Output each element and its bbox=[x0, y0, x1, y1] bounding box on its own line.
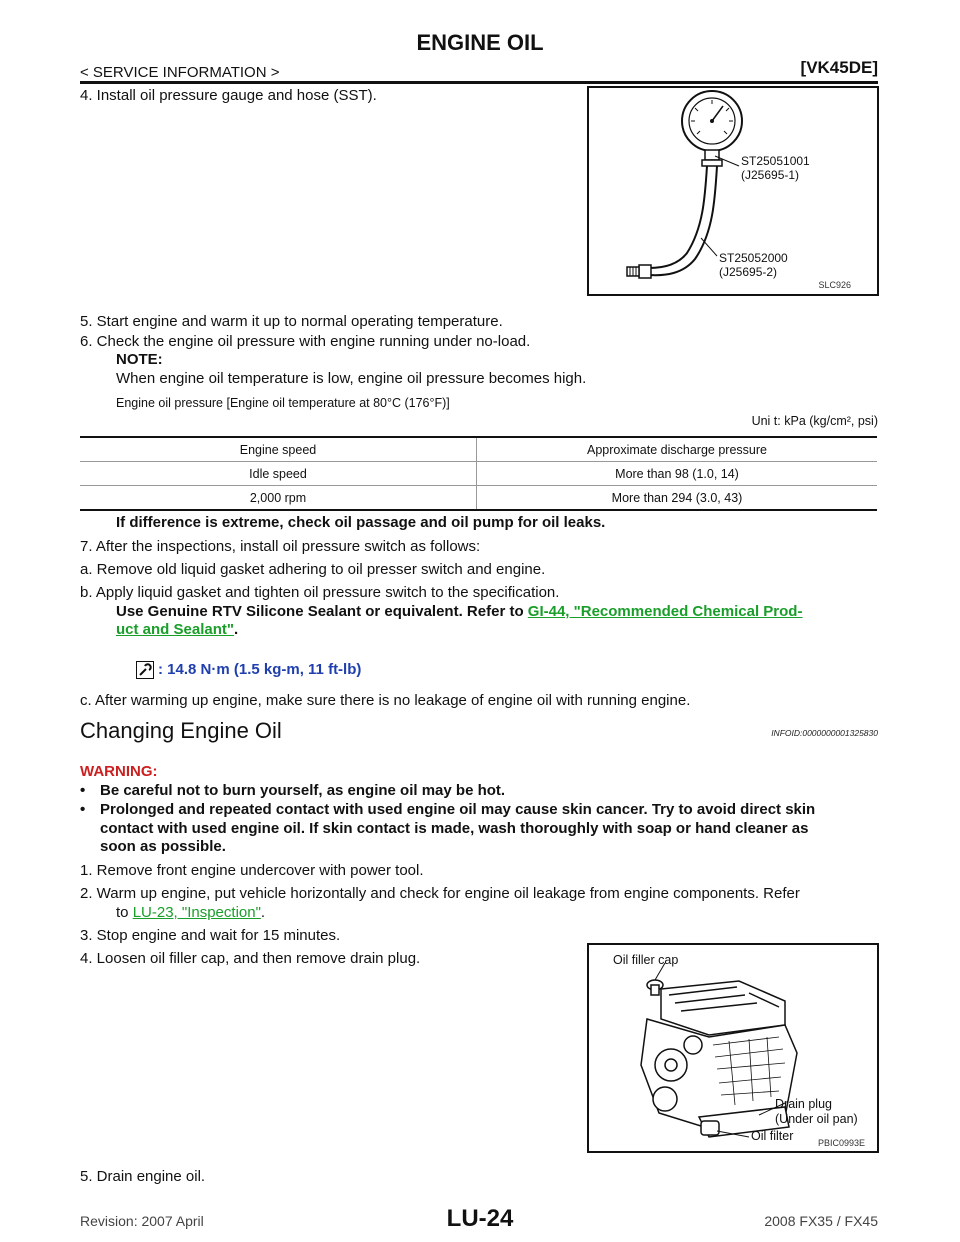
step-a-remove-gasket: a. Remove old liquid gasket adhering to … bbox=[80, 561, 546, 578]
sealant-instruction: Use Genuine RTV Silicone Sealant or equi… bbox=[116, 602, 802, 621]
step-c-check-leak: c. After warming up engine, make sure th… bbox=[80, 692, 691, 709]
label-oil-filter: Oil filter bbox=[751, 1129, 794, 1143]
header-rule bbox=[80, 81, 878, 84]
sealant-text: Use Genuine RTV Silicone Sealant or equi… bbox=[116, 603, 528, 620]
bullet: • bbox=[80, 801, 86, 818]
difference-warning: If difference is extreme, check oil pass… bbox=[116, 514, 606, 531]
info-id: INFOID:0000000001325830 bbox=[771, 728, 878, 738]
note-label: NOTE: bbox=[116, 351, 163, 368]
step-2-reference: to LU-23, "Inspection". bbox=[116, 904, 266, 921]
oil-pressure-gauge-illustration bbox=[626, 90, 743, 279]
wrench-icon bbox=[136, 661, 154, 684]
step-5-drain-oil: 5. Drain engine oil. bbox=[80, 1168, 206, 1185]
sealant-instruction-cont: uct and Sealant". bbox=[116, 620, 238, 639]
oil-pressure-gauge-figure: ST25051001 (J25695-1) ST25052000 (J25695… bbox=[587, 86, 879, 296]
label-oil-filler-cap: Oil filler cap bbox=[613, 953, 679, 967]
table-title: Engine oil pressure [Engine oil temperat… bbox=[116, 396, 450, 410]
step-7-install-switch: 7. After the inspections, install oil pr… bbox=[80, 538, 481, 555]
step-3-wait: 3. Stop engine and wait for 15 minutes. bbox=[80, 927, 341, 944]
figure-caption: PBIC0993E bbox=[817, 1138, 865, 1148]
warning-item-skin-cont2: soon as possible. bbox=[100, 838, 226, 855]
figure-caption: SLC926 bbox=[818, 280, 851, 290]
table-cell: 2,000 rpm bbox=[80, 485, 477, 511]
vehicle-model: 2008 FX35 / FX45 bbox=[764, 1213, 878, 1229]
step-1-remove-undercover: 1. Remove front engine undercover with p… bbox=[80, 862, 424, 879]
bullet: • bbox=[80, 782, 86, 799]
torque-spec: : 14.8 N·m (1.5 kg-m, 11 ft-lb) bbox=[136, 660, 361, 679]
table-cell: Idle speed bbox=[80, 461, 477, 486]
sealant-reference-link[interactable]: GI-44, "Recommended Chemical Prod- bbox=[527, 603, 803, 620]
table-cell: More than 98 (1.0, 14) bbox=[476, 461, 877, 486]
warning-label: WARNING: bbox=[80, 763, 158, 780]
table-row: 2,000 rpm More than 294 (3.0, 43) bbox=[80, 485, 877, 511]
step-6-check-pressure: 6. Check the engine oil pressure with en… bbox=[80, 333, 531, 350]
table-row: Idle speed More than 98 (1.0, 14) bbox=[80, 461, 877, 486]
warning-item-skin: •Prolonged and repeated contact with use… bbox=[80, 801, 816, 818]
section-breadcrumb: < SERVICE INFORMATION > bbox=[80, 64, 280, 81]
table-cell: More than 294 (3.0, 43) bbox=[476, 485, 877, 511]
step-2-warm-up: 2. Warm up engine, put vehicle horizonta… bbox=[80, 885, 800, 902]
oil-pressure-table: Engine speed Approximate discharge press… bbox=[80, 436, 877, 511]
step-5-warm-up: 5. Start engine and warm it up to normal… bbox=[80, 313, 503, 330]
step-b-apply-gasket: b. Apply liquid gasket and tighten oil p… bbox=[80, 584, 560, 601]
revision-date: Revision: 2007 April bbox=[80, 1213, 204, 1229]
engine-model-code: [VK45DE] bbox=[800, 58, 878, 77]
label-drain-plug: Drain plug (Under oil pan) bbox=[775, 1097, 858, 1126]
note-text: When engine oil temperature is low, engi… bbox=[116, 370, 587, 387]
warning-item-skin-cont: contact with used engine oil. If skin co… bbox=[100, 820, 809, 837]
page-title: ENGINE OIL bbox=[416, 30, 544, 55]
period: . bbox=[233, 621, 239, 638]
section-heading: Changing Engine Oil bbox=[80, 718, 282, 743]
step-4-install-gauge: 4. Install oil pressure gauge and hose (… bbox=[80, 87, 377, 104]
inspection-reference-link[interactable]: LU-23, "Inspection" bbox=[132, 904, 261, 921]
tool-label-gauge: ST25051001 (J25695-1) bbox=[741, 154, 810, 182]
engine-illustration bbox=[640, 962, 798, 1138]
engine-drain-figure: Oil filler cap Drain plug (Under oil pan… bbox=[587, 943, 879, 1153]
page-number: LU-24 bbox=[446, 1205, 514, 1232]
torque-value: : 14.8 N·m (1.5 kg-m, 11 ft-lb) bbox=[158, 661, 362, 678]
sealant-reference-link-cont[interactable]: uct and Sealant" bbox=[116, 621, 234, 638]
warning-item-burn: •Be careful not to burn yourself, as eng… bbox=[80, 782, 506, 799]
tool-label-hose: ST25052000 (J25695-2) bbox=[719, 251, 788, 279]
table-header-row: Engine speed Approximate discharge press… bbox=[80, 436, 877, 462]
table-header-cell: Engine speed bbox=[80, 436, 477, 462]
step-4-remove-drain-plug: 4. Loosen oil filler cap, and then remov… bbox=[80, 950, 421, 967]
table-header-cell: Approximate discharge pressure bbox=[476, 436, 877, 462]
table-unit: Uni t: kPa (kg/cm², psi) bbox=[751, 414, 878, 428]
